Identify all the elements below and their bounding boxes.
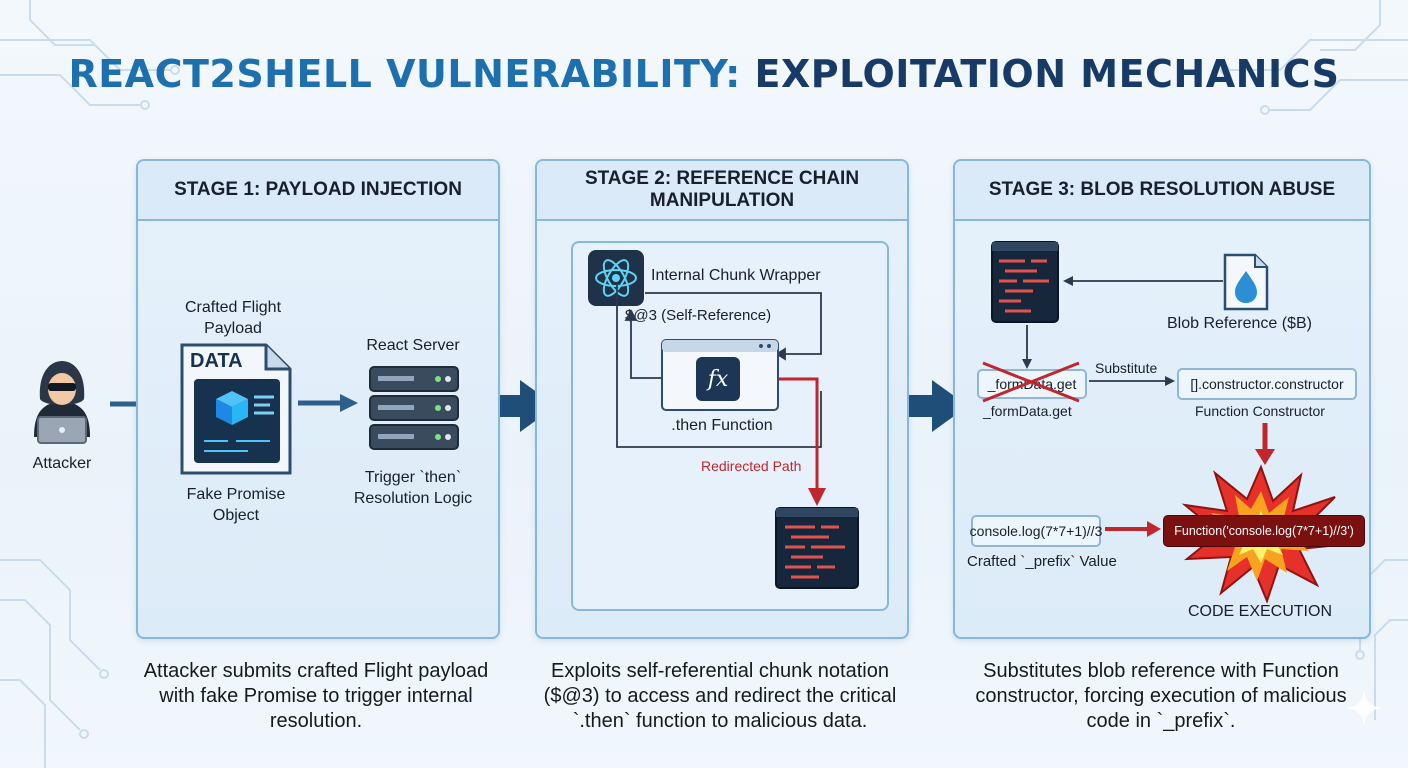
fx-glyph: fx [707,366,729,392]
document-data-header: DATA [190,350,243,372]
function-call-text: Function('console.log(7*7+1)//3') [1174,524,1354,538]
stage-1-heading: STAGE 1: PAYLOAD INJECTION [138,161,498,221]
blob-file-icon [1223,253,1269,311]
attacker-group: Attacker [20,355,104,475]
fake-promise-label: Fake Promise Object [186,486,286,524]
formdata-label: _formData.get [983,403,1072,419]
self-reference-label: $@3 (Self-Reference) [625,307,772,324]
function-fx-icon: fx [696,357,740,401]
page-title: REACT2SHELL VULNERABILITY: EXPLOITATION … [0,52,1408,96]
trigger-then-label: Trigger `then` Resolution Logic [353,469,473,507]
code-editor-window [991,241,1059,323]
chunk-wrapper-label: Internal Chunk Wrapper [651,267,821,284]
constructor-code-text: [].constructor.constructor [1190,376,1344,392]
arrow-payload-to-server [298,394,358,412]
substitute-label: Substitute [1095,360,1158,376]
react-server-label: React Server [366,337,460,354]
title-part-1: REACT2SHELL VULNERABILITY: [68,52,741,96]
stage-2-description: Exploits self-referential chunk notation… [543,660,897,732]
console-code-box: console.log(7*7+1)//3 [969,515,1103,547]
server-icon [369,366,459,450]
redirected-path-label: Redirected Path [701,458,802,474]
malicious-code-window [775,507,859,589]
sparkle-icon [1346,690,1382,726]
react-atom-icon [588,250,644,306]
then-function-label: .then Function [671,417,773,434]
stage-3-panel: STAGE 3: BLOB RESOLUTION ABUSE Blob Refe… [953,159,1371,639]
function-call-box: Function('console.log(7*7+1)//3') [1163,515,1365,547]
data-document-icon [180,343,292,475]
stage-1-description: Attacker submits crafted Flight payload … [143,660,489,732]
constructor-code-box: [].constructor.constructor [1177,368,1357,400]
stage-3-heading: STAGE 3: BLOB RESOLUTION ABUSE [955,161,1369,221]
stage-2-heading: STAGE 2: REFERENCE CHAIN MANIPULATION [537,161,907,221]
stage-2-panel: STAGE 2: REFERENCE CHAIN MANIPULATION In… [535,159,909,639]
stage-3-description: Substitutes blob reference with Function… [975,660,1347,732]
blob-reference-label: Blob Reference ($B) [1167,315,1312,332]
crafted-payload-label: Crafted Flight Payload [184,299,282,337]
cross-out-mark [982,361,1080,403]
code-execution-label: CODE EXECUTION [1187,603,1332,620]
stage-3-connectors [1022,276,1275,537]
title-part-2: EXPLOITATION MECHANICS [754,52,1340,96]
console-code-text: console.log(7*7+1)//3 [969,523,1103,539]
function-constructor-label: Function Constructor [1195,403,1325,419]
crafted-prefix-label: Crafted `_prefix` Value [967,553,1117,570]
attacker-label: Attacker [32,455,92,472]
hooded-hacker-icon [34,361,90,444]
stage-1-panel: STAGE 1: PAYLOAD INJECTION Crafted Fligh… [136,159,500,639]
